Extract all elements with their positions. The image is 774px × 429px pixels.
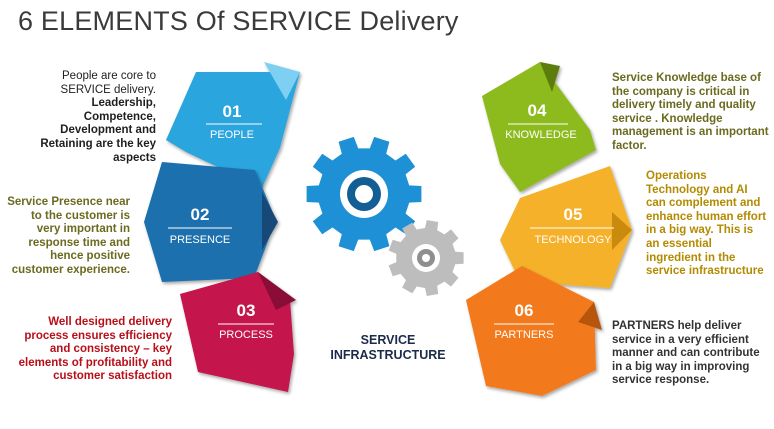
segment-technology-number: 05 [564,205,583,224]
center-label-line2: INFRASTRUCTURE [330,348,445,362]
segment-partners [466,266,602,396]
segment-process-label: PROCESS [219,329,273,341]
partners-description: PARTNERS help deliver service in a very … [612,320,760,387]
segment-technology-label: TECHNOLOGY [534,234,612,246]
segment-presence-notch [262,192,278,250]
segment-technology-notch [612,212,632,250]
presence-description: Service Presence near to the customer is… [7,196,130,276]
segment-people-fold [264,62,300,100]
segment-knowledge-shape [482,62,596,192]
segment-process-number: 03 [237,301,256,320]
center-label: SERVICE INFRASTRUCTURE [330,333,445,362]
people-description: People are core to SERVICE delivery. Lea… [36,70,156,165]
segment-process-shape [180,272,294,392]
segment-people-label: PEOPLE [210,129,254,141]
segment-partners-label: PARTNERS [495,329,554,341]
segment-knowledge-label: KNOWLEDGE [505,129,577,141]
small-gear-icon [388,220,464,296]
segment-people [166,62,300,188]
process-description: Well designed delivery process ensures e… [18,316,172,383]
segment-labels: 01 PEOPLE 02 PRESENCE 03 PROCESS 04 KNOW… [168,101,614,341]
segment-partners-fold [578,302,602,330]
segment-people-shape [166,72,300,188]
people-description-plain: People are core to SERVICE delivery. [60,70,156,96]
segment-presence [144,162,278,282]
segment-knowledge-fold [540,62,560,92]
segment-partners-shape [466,266,596,396]
segment-knowledge-number: 04 [528,101,547,120]
large-gear-icon [306,136,422,252]
segment-process [180,272,296,392]
segment-people-number: 01 [223,102,242,121]
segment-presence-label: PRESENCE [170,234,231,246]
segment-presence-number: 02 [191,205,210,224]
segment-knowledge [482,62,596,192]
segment-technology [500,166,632,288]
segment-process-fold [258,272,296,310]
technology-description: Operations Technology and AI can complem… [646,170,767,278]
page-title: 6 ELEMENTS Of SERVICE Delivery [18,6,459,36]
center-label-line1: SERVICE [361,333,416,347]
segment-presence-shape [144,162,276,282]
knowledge-description: Service Knowledge base of the company is… [612,72,769,152]
segment-partners-number: 06 [515,301,534,320]
segment-technology-shape [500,166,632,288]
people-description-bold: Leadership, Competence, Development and … [40,97,156,164]
